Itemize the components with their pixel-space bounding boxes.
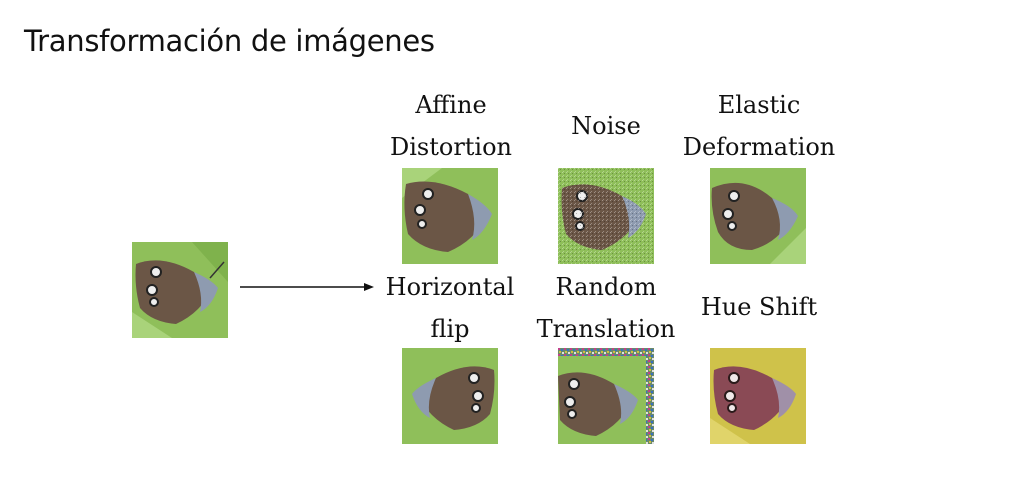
- label-random-translation: Random Translation: [536, 273, 676, 343]
- label-elastic-deformation: Elastic Deformation: [682, 91, 836, 161]
- random-translation-image: [558, 348, 654, 444]
- horizontal-flip-image: [402, 348, 498, 444]
- noise-image: [558, 168, 654, 264]
- label-hue-shift: Hue Shift: [700, 293, 818, 321]
- hue-shift-image: [710, 348, 806, 444]
- affine-distortion-image: [402, 168, 498, 264]
- label-noise: Noise: [571, 112, 641, 140]
- label-horizontal-flip: Horizontal flip: [385, 273, 515, 343]
- label-affine-distortion: Affine Distortion: [389, 91, 513, 161]
- page-title: Transformación de imágenes: [24, 24, 435, 58]
- original-butterfly-image: [132, 242, 228, 338]
- elastic-deformation-image: [710, 168, 806, 264]
- transform-arrow-icon: [240, 283, 374, 291]
